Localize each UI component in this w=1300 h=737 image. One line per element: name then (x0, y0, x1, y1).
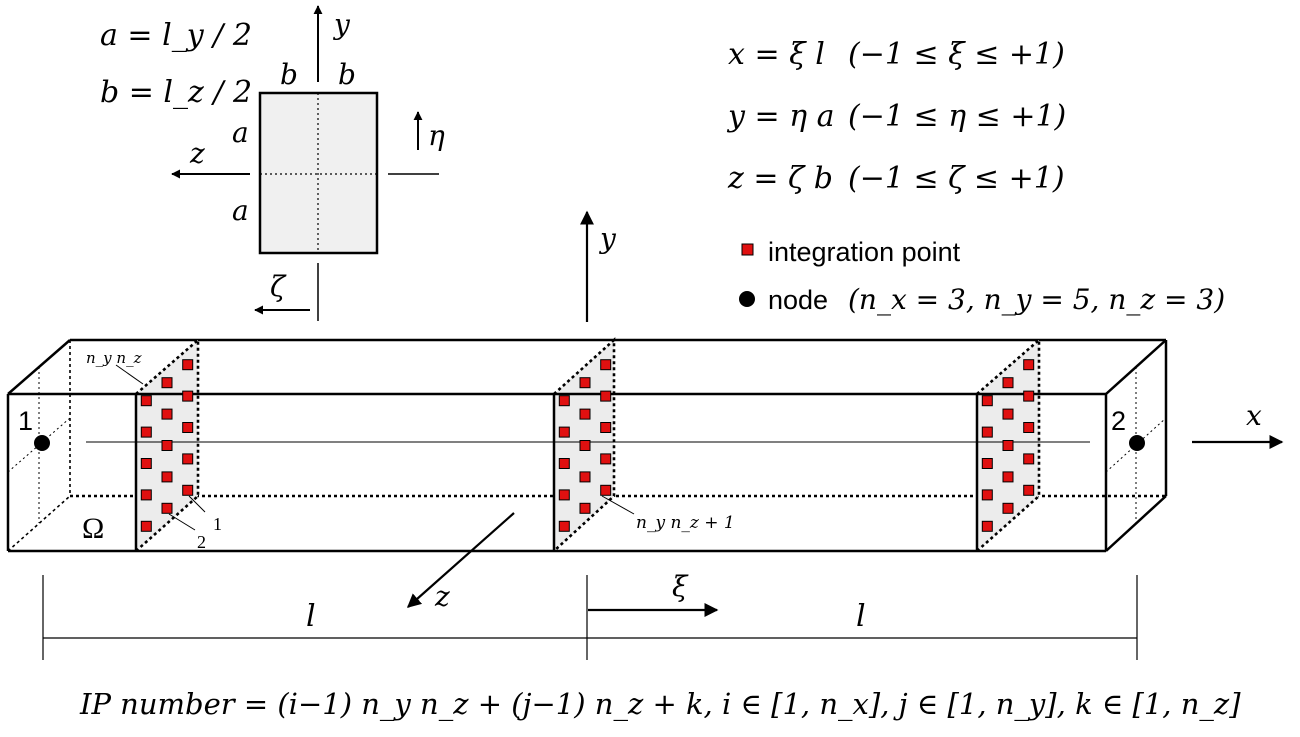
integration-point-middle (579, 377, 591, 389)
integration-point-left (140, 395, 152, 407)
ip-label-1: 1 (213, 514, 222, 534)
y-mapping: y = η a (726, 99, 835, 134)
integration-point-left (182, 422, 194, 433)
xi-label: ξ (672, 570, 689, 603)
integration-point-right (1002, 377, 1014, 389)
integration-point-middle (558, 489, 570, 501)
legend-node-dot-icon (739, 291, 755, 307)
integration-point-middle (558, 395, 570, 407)
integration-point-middle (600, 484, 612, 496)
integration-point-right (981, 395, 993, 407)
integration-point-left (182, 453, 194, 465)
section-z-label: z (189, 137, 205, 170)
integration-point-middle (579, 440, 591, 451)
section-b-left-label: b (280, 58, 298, 91)
integration-point-right (1002, 440, 1014, 451)
integration-point-right (1002, 471, 1014, 483)
integration-point-right (981, 489, 993, 501)
legend-ip-label: integration point (768, 237, 961, 267)
ip-label-nynz1-leader (601, 495, 635, 515)
integration-point-left (161, 502, 173, 514)
integration-point-left (140, 458, 152, 469)
integration-point-left (182, 359, 194, 371)
integration-point-middle (600, 390, 612, 402)
a-definition: a = l_y / 2 (100, 18, 252, 53)
integration-point-right (1002, 408, 1014, 420)
cross-section: y b b a a z η ζ (171, 5, 445, 321)
legend-node-label: node (768, 285, 828, 315)
legend: integration point node (n_x = 3, n_y = 5… (739, 237, 1225, 316)
ip-label-nynz-plus-1: n_y n_z + 1 (636, 513, 735, 533)
x-mapping: x = ξ l (728, 37, 825, 72)
dimensions: l l ξ (42, 570, 1138, 660)
beam-z-axis-arrow (406, 512, 515, 608)
integration-point-right (981, 458, 993, 469)
length-left-label: l (306, 599, 316, 634)
ip-label-2-leader (168, 513, 196, 531)
integration-point-right (1023, 484, 1035, 496)
beam-y-label: y (598, 222, 617, 255)
integration-point-right (1023, 359, 1035, 371)
ip-number-formula: IP number = (i−1) n_y n_z + (j−1) n_z + … (79, 687, 1241, 722)
integration-point-middle (600, 453, 612, 465)
beam: 1 2 Ω n_y n_z 1 2 n_y n_z + 1 y x z (6, 210, 1284, 613)
node-2-dot (1129, 435, 1145, 451)
ip-label-nynz: n_y n_z (86, 349, 142, 367)
integration-point-right (1023, 390, 1035, 402)
beam-x-label: x (1246, 399, 1262, 432)
length-right-label: l (856, 599, 866, 634)
legend-ip-square-icon (741, 243, 754, 256)
section-y-label: y (332, 8, 351, 41)
node-1-dot (34, 435, 50, 451)
integration-point-right (1023, 453, 1035, 465)
integration-point-left (161, 377, 173, 389)
integration-point-right (981, 426, 993, 438)
integration-point-middle (600, 422, 612, 433)
ip-label-2: 2 (197, 532, 206, 552)
integration-point-middle (579, 502, 591, 514)
beam-depth-bottom-right (1105, 495, 1167, 552)
beam-depth-bottom-left-hidden (7, 495, 71, 552)
integration-point-left (182, 390, 194, 402)
y-range: (−1 ≤ η ≤ +1) (848, 99, 1066, 134)
integration-point-left (161, 471, 173, 483)
integration-point-left (140, 489, 152, 501)
ip-label-1-leader (188, 495, 206, 513)
node-2-label: 2 (1111, 406, 1126, 436)
integration-point-left (161, 408, 173, 420)
zeta-label: ζ (270, 270, 287, 303)
integration-point-middle (558, 458, 570, 469)
integration-point-middle (558, 426, 570, 438)
section-b-right-label: b (338, 58, 356, 91)
integration-point-right (981, 520, 993, 532)
integration-point-left (140, 520, 152, 532)
beam-z-label: z (434, 580, 450, 613)
domain-omega-label: Ω (82, 512, 104, 545)
b-definition: b = l_z / 2 (100, 75, 252, 110)
node-1-label: 1 (18, 406, 33, 436)
z-mapping: z = ζ b (727, 161, 833, 196)
eta-label: η (428, 119, 445, 152)
integration-point-middle (600, 359, 612, 371)
integration-point-middle (579, 408, 591, 420)
integration-point-left (182, 484, 194, 496)
z-range: (−1 ≤ ζ ≤ +1) (848, 161, 1065, 196)
section-a-bottom-label: a (232, 194, 249, 227)
integration-point-right (1023, 422, 1035, 433)
ip-label-nynz-leader (115, 364, 144, 385)
integration-points (140, 359, 1035, 532)
section-a-top-label: a (232, 116, 249, 149)
section-dashed-edges (135, 337, 1041, 552)
integration-point-middle (579, 471, 591, 483)
x-range: (−1 ≤ ξ ≤ +1) (848, 37, 1065, 72)
integration-point-middle (558, 520, 570, 532)
integration-point-left (161, 440, 173, 451)
legend-node-params: (n_x = 3, n_y = 5, n_z = 3) (848, 283, 1225, 316)
integration-point-right (1002, 502, 1014, 514)
integration-point-left (140, 426, 152, 438)
